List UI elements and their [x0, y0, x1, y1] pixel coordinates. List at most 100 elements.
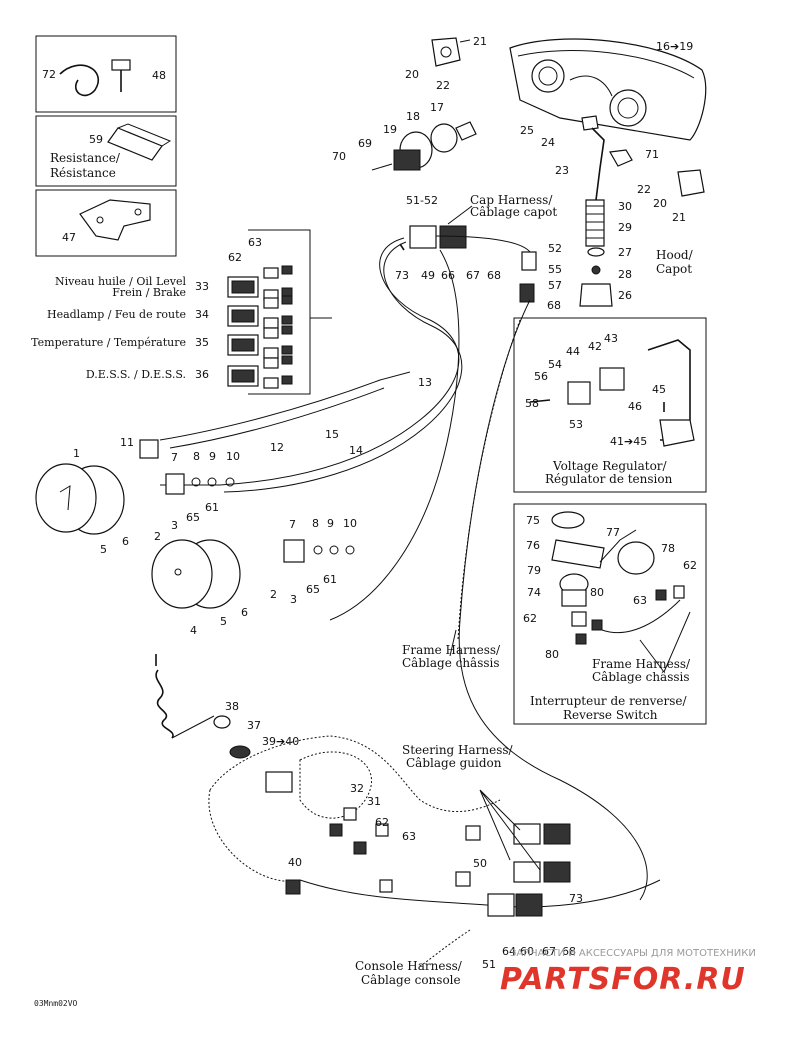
callout-77: 77: [606, 526, 620, 539]
callout-1: 1: [73, 447, 80, 460]
connector-bracket: [248, 229, 332, 395]
connector-33: [227, 265, 293, 301]
callout-9: 9: [209, 450, 216, 463]
callout-72: 72: [42, 68, 56, 81]
callout-4: 4: [190, 624, 197, 637]
callout-7: 7: [171, 451, 178, 464]
callout-54: 54: [548, 358, 562, 371]
callout-30: 30: [618, 200, 632, 213]
watermark-brand: PARTSFOR.RU: [500, 962, 746, 997]
frame-harness-b-label-line-2: Câblage châssis: [592, 670, 690, 684]
callout-29: 29: [618, 221, 632, 234]
callout-41-45: 41➔45: [610, 435, 647, 448]
callout-3: 3: [290, 593, 297, 606]
callout-70: 70: [332, 150, 346, 163]
callout-79: 79: [527, 564, 541, 577]
callout-63: 63: [633, 594, 647, 607]
callout-39-40: 39➔40: [262, 735, 299, 748]
callout-35: 35: [195, 336, 209, 349]
callout-22: 22: [637, 183, 651, 196]
cap-harness-connectors: [399, 225, 537, 303]
callout-51: 51: [482, 958, 496, 971]
callout-62: 62: [228, 251, 242, 264]
connector-34: [227, 295, 293, 329]
frame-harness-label-line-2: Câblage châssis: [402, 656, 500, 670]
voltage-regulator-label-line-2: Régulator de tension: [545, 472, 673, 486]
callout-20: 20: [653, 197, 667, 210]
callout-53: 53: [569, 418, 583, 431]
callout-66: 66: [441, 269, 455, 282]
callout-45: 45: [652, 383, 666, 396]
inset-box-bracket-47: [35, 189, 177, 257]
callout-16-19: 16➔19: [656, 40, 693, 53]
callout-40: 40: [288, 856, 302, 869]
callout-80: 80: [590, 586, 604, 599]
voltage-regulator-box: [513, 317, 707, 493]
callout-21: 21: [672, 211, 686, 224]
callout-28: 28: [618, 268, 632, 281]
callout-46: 46: [628, 400, 642, 413]
callout-10: 10: [343, 517, 357, 530]
console-harness-label-line-1: Console Harness/: [355, 959, 463, 973]
callout-2: 2: [154, 530, 161, 543]
gauge-1: [35, 439, 235, 535]
callout-63: 63: [402, 830, 416, 843]
callout-37: 37: [247, 719, 261, 732]
callout-15: 15: [325, 428, 339, 441]
steering-harness-label-line-1: Steering Harness/: [402, 743, 514, 757]
hood-headlamp-housing: [509, 38, 707, 141]
watermark-tagline: ЗАПЧАСТИ И АКСЕССУАРЫ ДЛЯ МОТОТЕХНИКИ: [510, 948, 756, 959]
voltage-regulator-label-line-1: Voltage Regulator/: [552, 459, 668, 473]
callout-48: 48: [152, 69, 166, 82]
callout-43: 43: [604, 332, 618, 345]
inset-box-resistance: [35, 115, 177, 187]
callout-8: 8: [193, 450, 200, 463]
oil-level-label-line-2: Frein / Brake: [112, 286, 186, 299]
temperature-label: Temperature / Température: [31, 336, 186, 349]
callout-73: 73: [395, 269, 409, 282]
callout-12: 12: [270, 441, 284, 454]
callout-38: 38: [225, 700, 239, 713]
reverse-switch-label-line-2: Reverse Switch: [563, 708, 658, 722]
callout-65: 65: [306, 583, 320, 596]
callout-13: 13: [418, 376, 432, 389]
resistance-label-line-2: Résistance: [50, 166, 116, 180]
callout-50: 50: [473, 857, 487, 870]
hood-switch-parts: [579, 115, 705, 307]
callout-58: 58: [525, 397, 539, 410]
callout-5: 5: [220, 615, 227, 628]
reverse-switch-label-line-1: Interrupteur de renverse/: [530, 694, 688, 708]
callout-68: 68: [547, 299, 561, 312]
connector-36: [227, 355, 293, 389]
console-harness-label-line-2: Câblage console: [361, 973, 461, 987]
inset-box-72-48: [35, 35, 177, 113]
callout-67: 67: [542, 945, 556, 958]
callout-49: 49: [421, 269, 435, 282]
callout-80: 80: [545, 648, 559, 661]
cap-harness-label-line-2: Câblage capot: [470, 205, 557, 219]
cap-harness-label-line-1: Cap Harness/: [470, 193, 553, 207]
callout-27: 27: [618, 246, 632, 259]
callout-69: 69: [358, 137, 372, 150]
callout-60: 60: [520, 945, 534, 958]
callout-26: 26: [618, 289, 632, 302]
harness-wires: [159, 237, 661, 908]
callout-65: 65: [186, 511, 200, 524]
callout-61: 61: [323, 573, 337, 586]
callout-25: 25: [520, 124, 534, 137]
callout-36: 36: [195, 368, 209, 381]
callout-62: 62: [523, 612, 537, 625]
callout-63: 63: [248, 236, 262, 249]
callout-31: 31: [367, 795, 381, 808]
hood-label-line-2: Capot: [656, 262, 692, 276]
console-body: [209, 735, 571, 967]
hood-label-line-1: Hood/: [656, 248, 694, 262]
callout-8: 8: [312, 517, 319, 530]
callout-57: 57: [548, 279, 562, 292]
callout-32: 32: [350, 782, 364, 795]
callout-52: 52: [548, 242, 562, 255]
callout-76: 76: [526, 539, 540, 552]
callout-67: 67: [466, 269, 480, 282]
callout-62: 62: [683, 559, 697, 572]
